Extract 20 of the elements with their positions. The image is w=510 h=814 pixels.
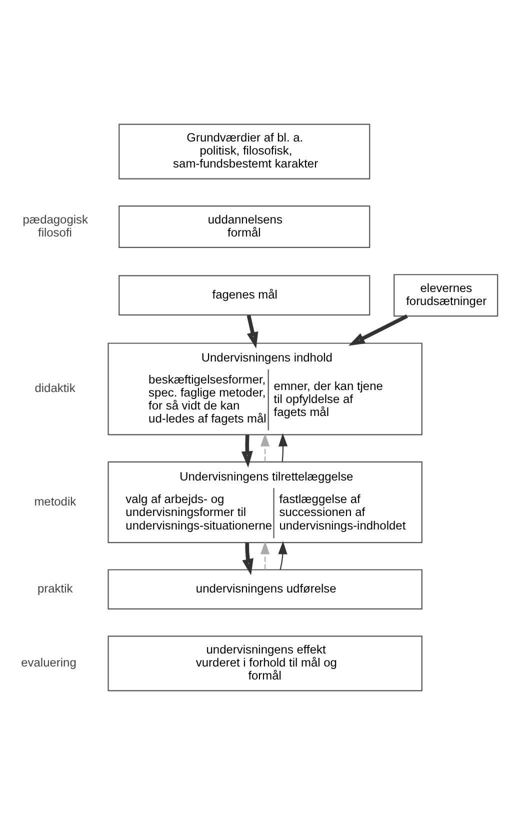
arrow [242,542,254,575]
arrow [241,434,253,468]
label: metodik [34,494,76,508]
arrow [260,432,270,462]
label: praktik [37,580,73,595]
node-box: uddannelsens formål [118,204,370,248]
label: didaktik [34,380,76,395]
node-box: undervisningens udførelse [108,568,422,610]
label: pædagogisk filosofi [22,212,88,239]
node-box: elevernes forudsætninger [394,274,498,316]
node-box: fagenes mål [118,274,370,315]
arrow [348,314,408,346]
label: evaluering [21,654,76,669]
arrow [246,314,258,348]
node-box: undervisningens effekt vurderet i forhold til mål og formål [108,635,422,691]
node-box: Undervisningens tilrettelæggelse valg af arbejds- og undervisningsformer til undervisnings-situationerne fastlæggelse af successionen af undervisnings-indholdet [108,460,422,543]
arrow [278,432,288,462]
arrow [260,540,270,570]
arrow [278,540,288,570]
node-box: Grundværdier af bl. a. politisk, filosofisk, sam-fundsbestemt karakter [118,123,370,179]
